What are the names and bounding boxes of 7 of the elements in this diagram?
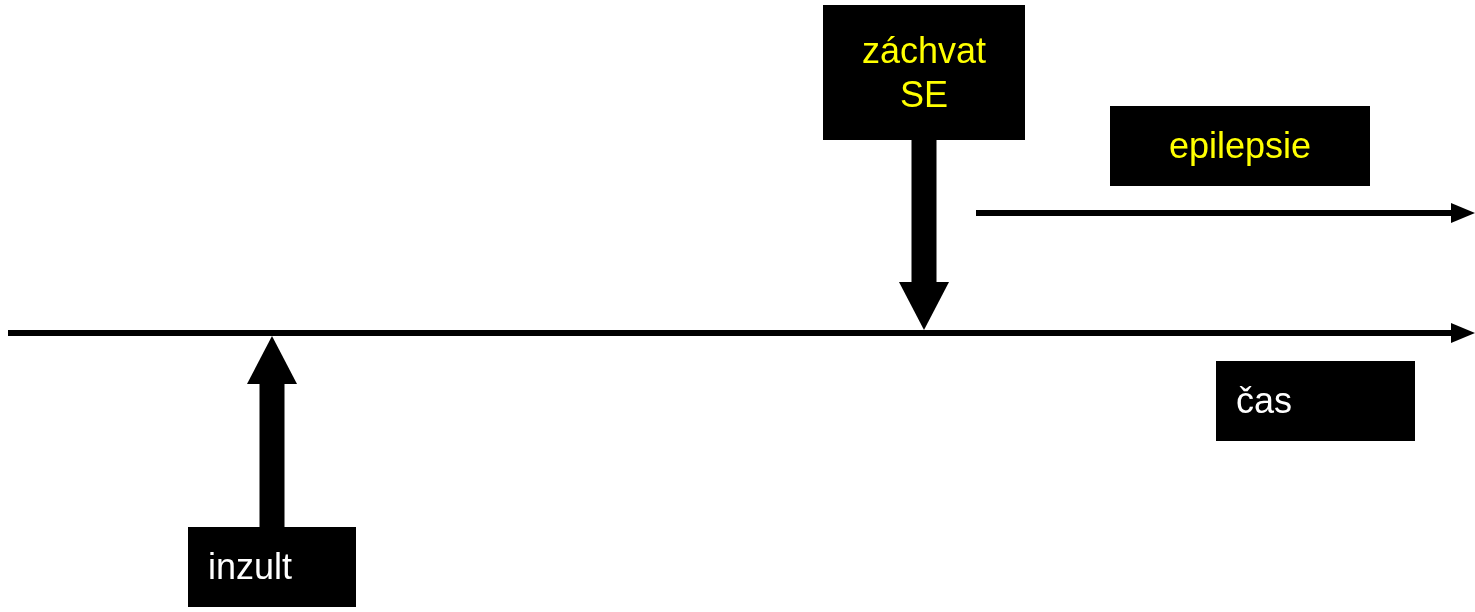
event-box: inzult bbox=[188, 527, 356, 607]
time-axis bbox=[8, 323, 1475, 343]
arrow bbox=[899, 140, 949, 330]
event-box: záchvat SE bbox=[823, 5, 1025, 140]
axis-label-box: čas bbox=[1216, 361, 1415, 441]
arrow bbox=[247, 336, 297, 527]
condition-box: epilepsie bbox=[1110, 106, 1370, 186]
